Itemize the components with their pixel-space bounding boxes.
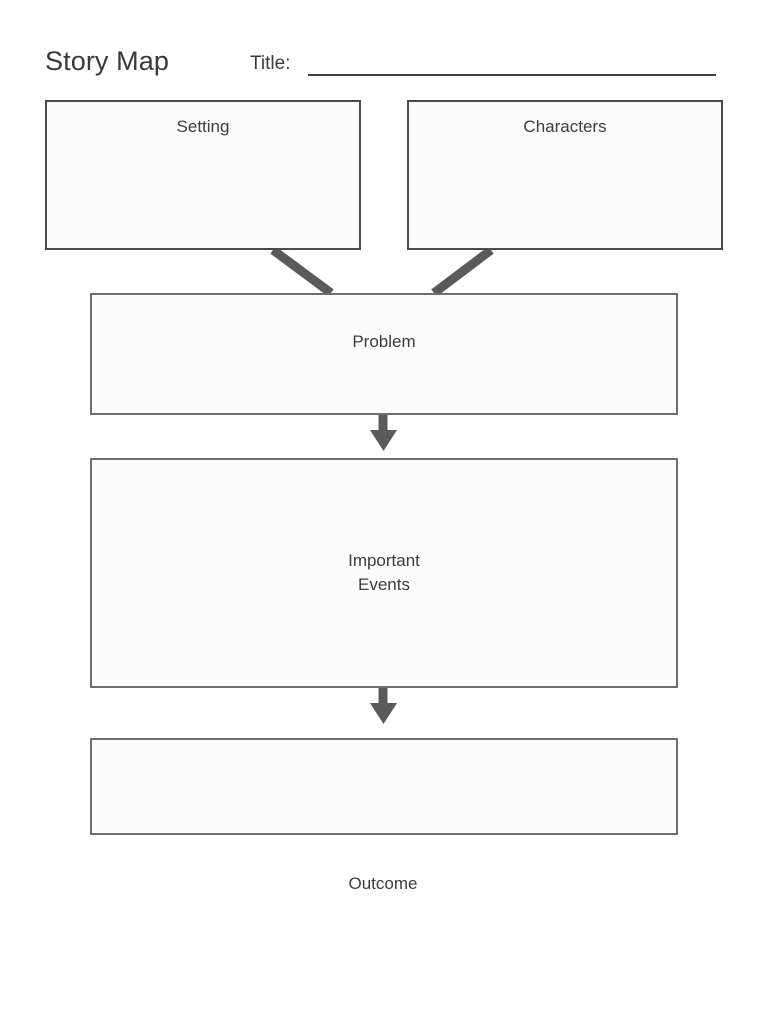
worksheet-header: Story Map Title: — [0, 0, 768, 96]
connector-characters-to-problem — [431, 246, 494, 297]
title-field-group: Title: — [250, 52, 720, 80]
connector-setting-to-problem — [270, 246, 334, 297]
box-setting-label: Setting — [176, 117, 230, 136]
box-setting[interactable]: Setting — [45, 100, 361, 250]
connector-problem-to-events — [370, 413, 397, 451]
connector-events-to-outcome — [370, 686, 397, 724]
page-title: Story Map — [45, 46, 169, 76]
box-important-events[interactable]: Important Events — [90, 458, 678, 688]
box-characters[interactable]: Characters — [407, 100, 723, 250]
box-outcome[interactable] — [90, 738, 678, 835]
box-problem-label: Problem — [352, 332, 416, 351]
box-outcome-label: Outcome — [348, 874, 418, 893]
box-problem[interactable]: Problem — [90, 293, 678, 415]
box-important-events-label: Important Events — [348, 551, 420, 594]
title-input[interactable] — [308, 52, 716, 76]
title-label: Title: — [250, 53, 291, 74]
box-characters-label: Characters — [523, 117, 607, 136]
